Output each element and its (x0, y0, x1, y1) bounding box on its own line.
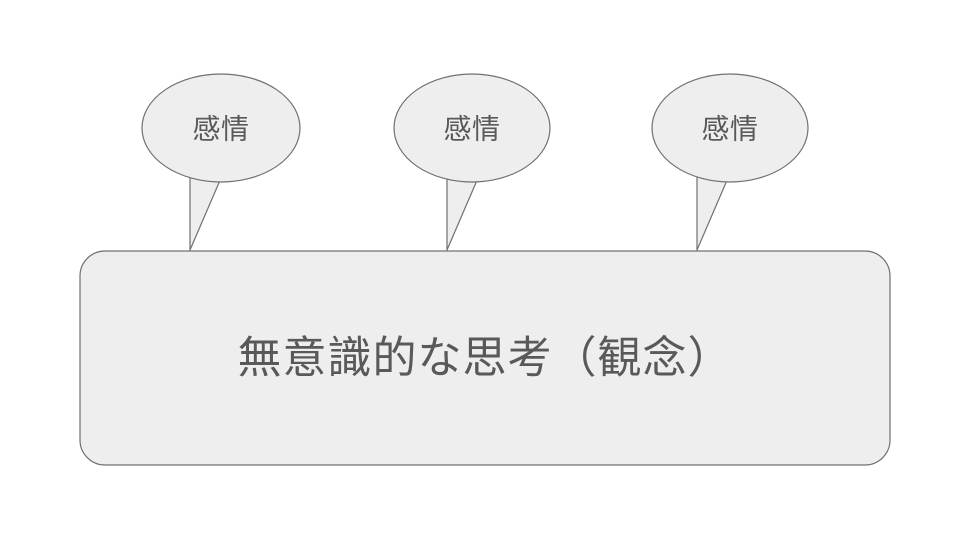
emotion-bubble-1-shape (141, 73, 301, 183)
emotion-bubble-2-label: 感情 (443, 113, 500, 146)
emotion-bubble-3-label: 感情 (701, 113, 758, 146)
emotion-bubble-2-shape (393, 73, 551, 183)
emotion-bubble-1-label: 感情 (192, 113, 249, 146)
unconscious-thought-box-label: 無意識的な思考（観念） (238, 333, 733, 384)
emotion-bubble-3[interactable]: 感情 (651, 73, 809, 251)
unconscious-thought-box-shape (79, 250, 891, 466)
emotion-bubble-1[interactable]: 感情 (141, 73, 301, 251)
emotion-bubble-2[interactable]: 感情 (393, 73, 551, 251)
emotion-bubble-3-shape (651, 73, 809, 183)
unconscious-thought-box[interactable]: 無意識的な思考（観念） (79, 250, 891, 466)
